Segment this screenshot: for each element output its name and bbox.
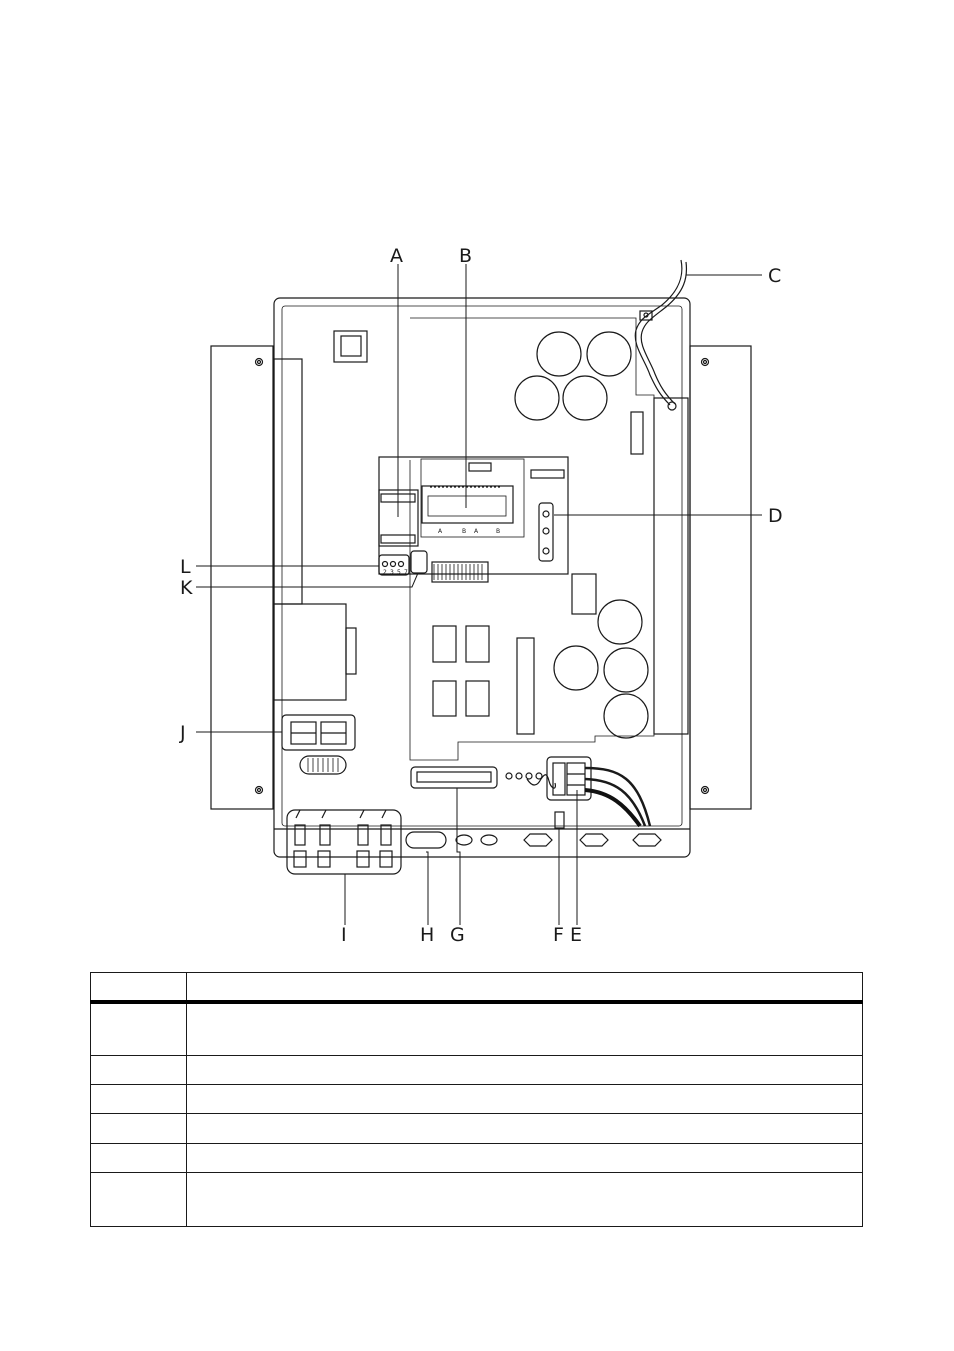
display-pin-label: B	[462, 528, 466, 535]
display	[421, 485, 514, 524]
row-description	[186, 1172, 863, 1227]
callout-c: C	[768, 265, 781, 287]
ribbon-connector	[431, 561, 489, 583]
table-row	[90, 1001, 863, 1056]
callout-k: K	[180, 577, 193, 599]
row-description	[186, 1055, 863, 1085]
callout-leaders	[196, 264, 762, 925]
callout-a: A	[390, 245, 403, 267]
communication-board	[378, 456, 569, 575]
callout-g: G	[450, 924, 465, 946]
legend-header-row	[90, 972, 863, 1004]
legend-table	[90, 972, 863, 1227]
connector-g	[410, 766, 543, 789]
right-mounting-plate	[689, 345, 752, 810]
callout-l: L	[180, 556, 191, 578]
callout-f: F	[553, 924, 564, 946]
callout-h: H	[420, 924, 434, 946]
left-mounting-plate	[210, 345, 274, 810]
ferrite-core	[299, 755, 347, 775]
choke-module	[273, 603, 357, 701]
terminal-numbers: 2 3 5 7	[383, 569, 408, 576]
jumper-k	[410, 550, 428, 574]
table-row	[90, 1084, 863, 1114]
dc-connectors-i	[286, 809, 402, 875]
left-vertical-board	[273, 358, 303, 605]
terminal-number: 2	[383, 569, 387, 576]
callout-b: B	[459, 245, 472, 267]
heatsink-outline	[409, 317, 655, 761]
row-position	[90, 1084, 187, 1114]
display-pin-label: A	[438, 528, 443, 535]
row-position	[90, 1172, 187, 1227]
row-position	[90, 1001, 187, 1056]
capacitors-upper	[514, 331, 632, 421]
terminal-number: 7	[404, 569, 408, 576]
inverter-interior-diagram: A B A B 2 3 5 7	[179, 245, 783, 946]
right-vertical-board	[653, 397, 689, 735]
cable-glands	[405, 831, 662, 849]
table-row	[90, 1143, 863, 1173]
terminal-l	[378, 554, 410, 576]
display-pin-labels: A B A B	[438, 528, 500, 535]
terminal-number: 5	[397, 569, 401, 576]
relay-slot	[630, 411, 644, 455]
callout-labels: A B C D E F G H I J K L	[179, 245, 783, 946]
header-description	[186, 972, 863, 1004]
capacitors-lower	[553, 599, 649, 739]
power-modules	[432, 573, 597, 735]
header-position	[90, 972, 187, 1004]
terminal-block-j	[281, 714, 356, 751]
display-pin-label: B	[496, 528, 500, 535]
callout-d: D	[768, 505, 783, 527]
row-position	[90, 1143, 187, 1173]
row-description	[186, 1084, 863, 1114]
table-row	[90, 1055, 863, 1085]
display-pin-label: A	[474, 528, 479, 535]
inspection-window	[333, 330, 368, 363]
table-row	[90, 1172, 863, 1227]
row-description	[186, 1113, 863, 1144]
terminal-number: 3	[390, 569, 394, 576]
row-position	[90, 1113, 187, 1144]
row-description	[186, 1001, 863, 1056]
callout-i: I	[341, 924, 347, 946]
grounding-cable	[634, 259, 688, 411]
callout-j: J	[179, 722, 186, 744]
callout-e: E	[570, 924, 582, 946]
row-position	[90, 1055, 187, 1085]
ac-cables	[584, 766, 652, 828]
table-row	[90, 1113, 863, 1144]
row-description	[186, 1143, 863, 1173]
led-strip	[538, 502, 554, 562]
